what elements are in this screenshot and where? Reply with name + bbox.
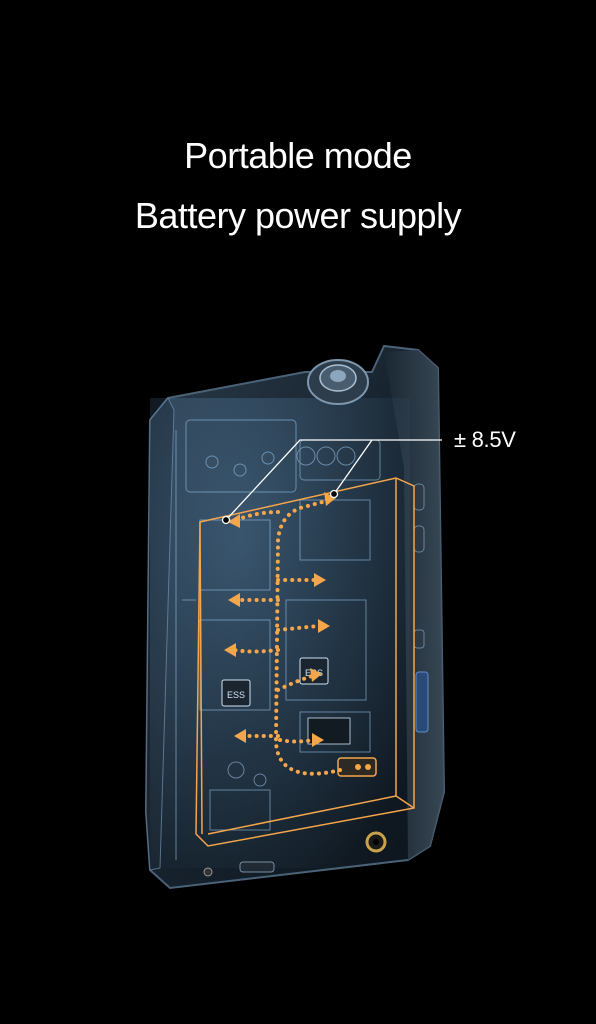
svg-text:ESS: ESS xyxy=(227,690,245,700)
headline-line-1: Portable mode xyxy=(184,135,412,176)
headline-line-2: Battery power supply xyxy=(134,195,462,236)
device-body xyxy=(144,344,446,890)
callout-point-right xyxy=(329,489,339,499)
arrow-heads xyxy=(224,492,336,747)
voltage-callout-lines xyxy=(225,439,442,521)
circuit-details xyxy=(175,419,381,860)
power-region-outline xyxy=(195,477,415,847)
callout-point-left xyxy=(221,515,231,525)
voltage-label: ± 8.5V xyxy=(454,427,516,452)
power-flow-arrows xyxy=(232,498,342,776)
